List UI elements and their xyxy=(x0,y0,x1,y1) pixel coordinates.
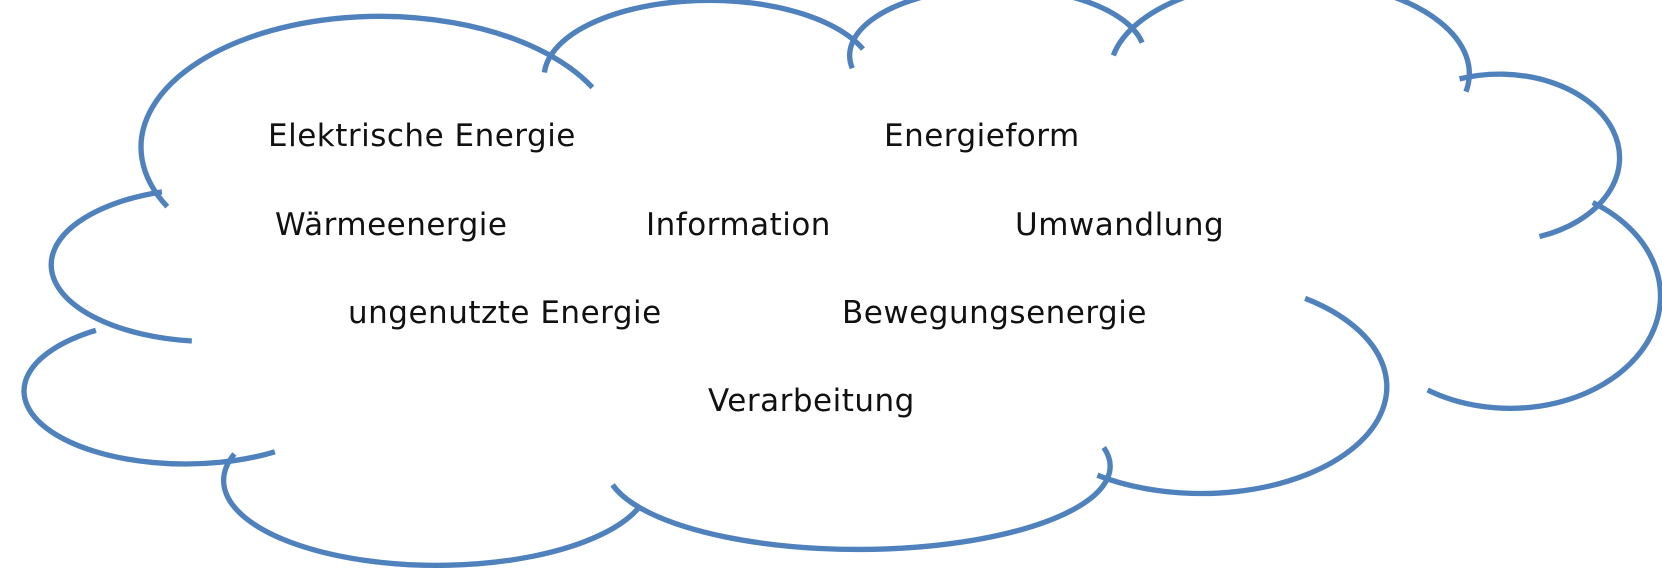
cloud-lobe xyxy=(1458,71,1623,240)
cloud-lobe xyxy=(220,452,642,569)
word-energieform: Energieform xyxy=(884,118,1080,154)
word-ungenutzte-energie: ungenutzte Energie xyxy=(348,295,662,331)
word-bewegungsenergie: Bewegungsenergie xyxy=(842,295,1147,331)
cloud-lobe xyxy=(1110,0,1472,93)
cloud-lobe xyxy=(1096,295,1390,497)
word-elektrische-energie: Elektrische Energie xyxy=(268,118,576,154)
cloud-lobe xyxy=(138,13,595,209)
cloud-lobe xyxy=(48,189,192,344)
cloud-lobe xyxy=(1426,200,1662,412)
cloud-lobe xyxy=(21,327,276,467)
cloud-lobe xyxy=(541,0,865,73)
word-waermeenergie: Wärmeenergie xyxy=(275,207,508,243)
word-information: Information xyxy=(646,207,831,243)
cloud-lobe xyxy=(610,446,1113,553)
word-verarbeitung: Verarbeitung xyxy=(708,383,915,419)
word-umwandlung: Umwandlung xyxy=(1015,207,1225,243)
cloud-lobe xyxy=(847,0,1145,70)
